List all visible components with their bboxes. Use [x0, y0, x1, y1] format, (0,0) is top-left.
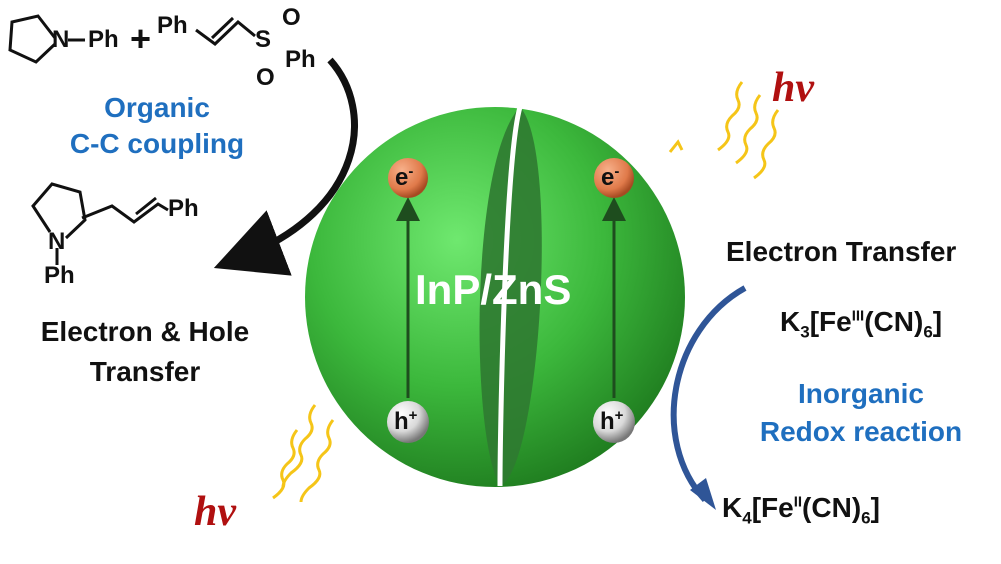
electron-right-ball	[594, 158, 634, 198]
photon-waves-top	[668, 81, 780, 180]
eh-transfer-line1: Electron & Hole	[40, 316, 250, 347]
organic-label-line2: C-C coupling	[69, 128, 245, 159]
hole-left-label: h+	[394, 407, 418, 435]
eh-transfer-line2: Transfer	[89, 356, 201, 387]
inorganic-label-line1: Inorganic	[797, 378, 924, 409]
sphere-gap	[497, 106, 523, 487]
nanocrystal-label: InP/ZnS	[415, 266, 572, 313]
hole-left-ball	[387, 401, 429, 443]
ferrocyanide-label: K4[FeII(CN)6]	[722, 492, 880, 528]
redox-arrow	[670, 285, 747, 503]
plus-sign: +	[130, 18, 152, 59]
electron-transfer-label: Electron Transfer	[726, 236, 957, 267]
product-n-ph: Ph	[44, 262, 75, 289]
electron-left-ball	[388, 158, 428, 198]
redox-arrowhead	[690, 478, 716, 510]
reactant2-ph2: Ph	[285, 46, 316, 73]
product-bonds	[31, 182, 169, 265]
hv-top-label: hv	[772, 65, 814, 111]
ferricyanide-label: K3[FeIII(CN)6]	[780, 306, 943, 342]
hv-bottom-label: hv	[194, 489, 236, 535]
hole-right-label: h+	[600, 407, 624, 435]
reactant2-o1: O	[282, 4, 301, 31]
hole-right-ball	[593, 401, 635, 443]
pyrrolidine-ring	[8, 14, 57, 64]
reactant2-o2: O	[256, 64, 275, 91]
electron-right-label: e-	[601, 163, 620, 191]
electron-left-label: e-	[395, 163, 414, 191]
sphere-cleft	[479, 107, 542, 486]
product-vinyl-ph: Ph	[168, 195, 199, 222]
product-n-atom: N	[48, 228, 66, 255]
vinyl-sulfone-bonds	[195, 16, 256, 46]
reactant2-ph1: Ph	[157, 12, 188, 39]
photon-waves-bottom	[272, 404, 335, 503]
reactant1-ph: Ph	[88, 26, 119, 53]
inorganic-label-line2: Redox reaction	[759, 416, 963, 447]
reactant2-s: S	[255, 26, 272, 53]
organic-label-line1: Organic	[104, 92, 210, 123]
coupling-arrow	[213, 57, 358, 276]
reactant1-n-atom: N	[52, 26, 70, 53]
